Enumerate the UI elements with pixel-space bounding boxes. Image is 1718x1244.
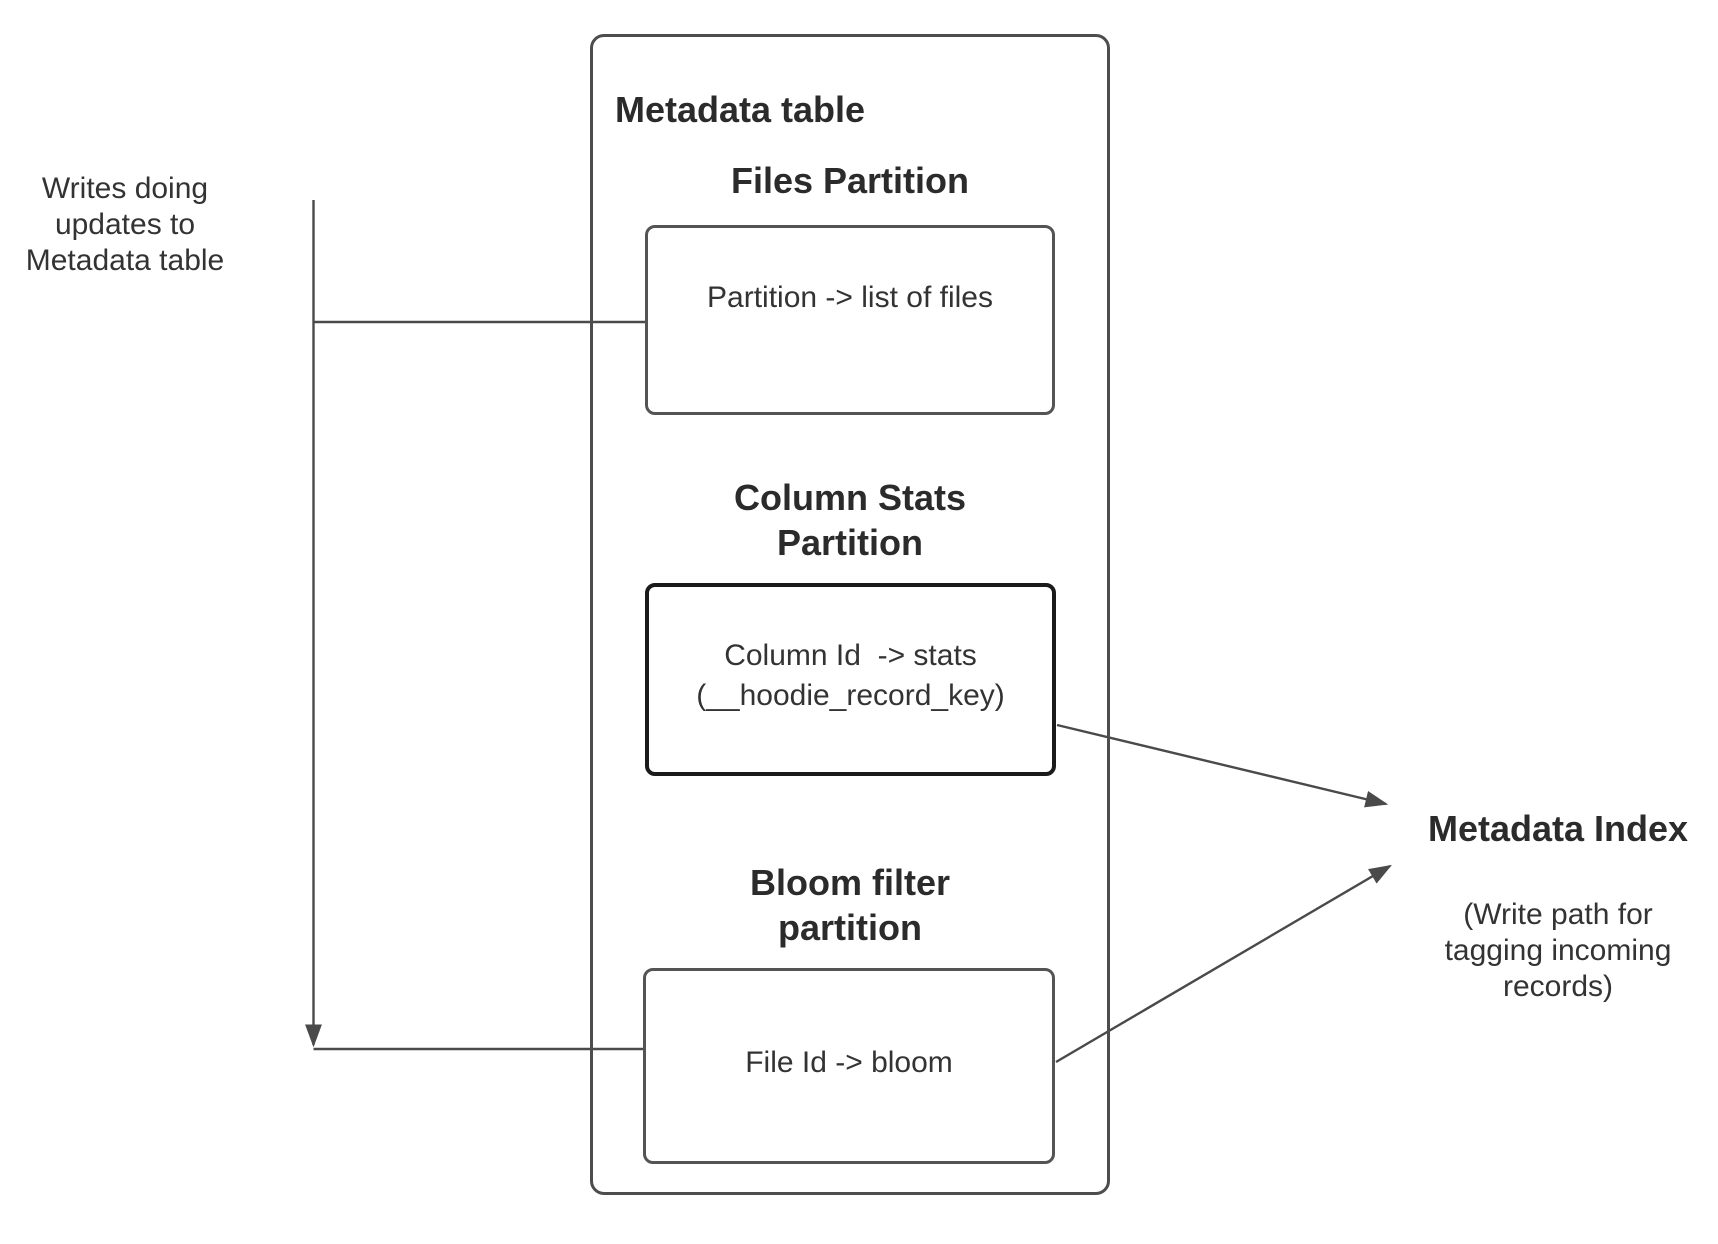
writes-note-line: Metadata table [25,244,225,277]
bloom-heading-line: partition [778,907,922,948]
column-stats-body-line: (__hoodie_record_key) [696,678,1005,712]
column-stats-heading-line: Partition [776,522,923,563]
metadata-index-caption-line: (Write path for [1463,898,1653,931]
metadata-index-caption: (Write path for tagging incoming records… [1398,897,1718,1005]
bloom-heading-line: Bloom filter [749,862,950,903]
bloom-filter-partition-heading: Bloom filter partition [645,860,1055,950]
bloom-filter-partition-box: File Id -> bloom [643,968,1055,1164]
metadata-index-caption-line: records) [1502,970,1614,1003]
metadata-table-title: Metadata table [615,89,866,130]
column-stats-heading-line: Column Stats [733,477,966,518]
column-stats-partition-heading: Column Stats Partition [645,475,1055,565]
metadata-index-title: Metadata Index [1427,808,1689,849]
files-partition-body: Partition -> list of files [707,281,993,314]
files-partition-box: Partition -> list of files [645,225,1055,415]
writes-note-line: updates to [54,208,196,241]
writes-note-line: Writes doing [41,172,209,205]
metadata-index-caption-line: tagging incoming [1444,934,1672,967]
writes-note: Writes doing updates to Metadata table [10,171,240,279]
bloom-partition-body: File Id -> bloom [745,1046,953,1079]
column-stats-body-line: Column Id -> stats [724,638,977,672]
column-stats-partition-box: Column Id -> stats (__hoodie_record_key) [645,583,1056,776]
files-partition-heading: Files Partition [730,160,970,201]
metadata-table-container [590,34,1110,1195]
